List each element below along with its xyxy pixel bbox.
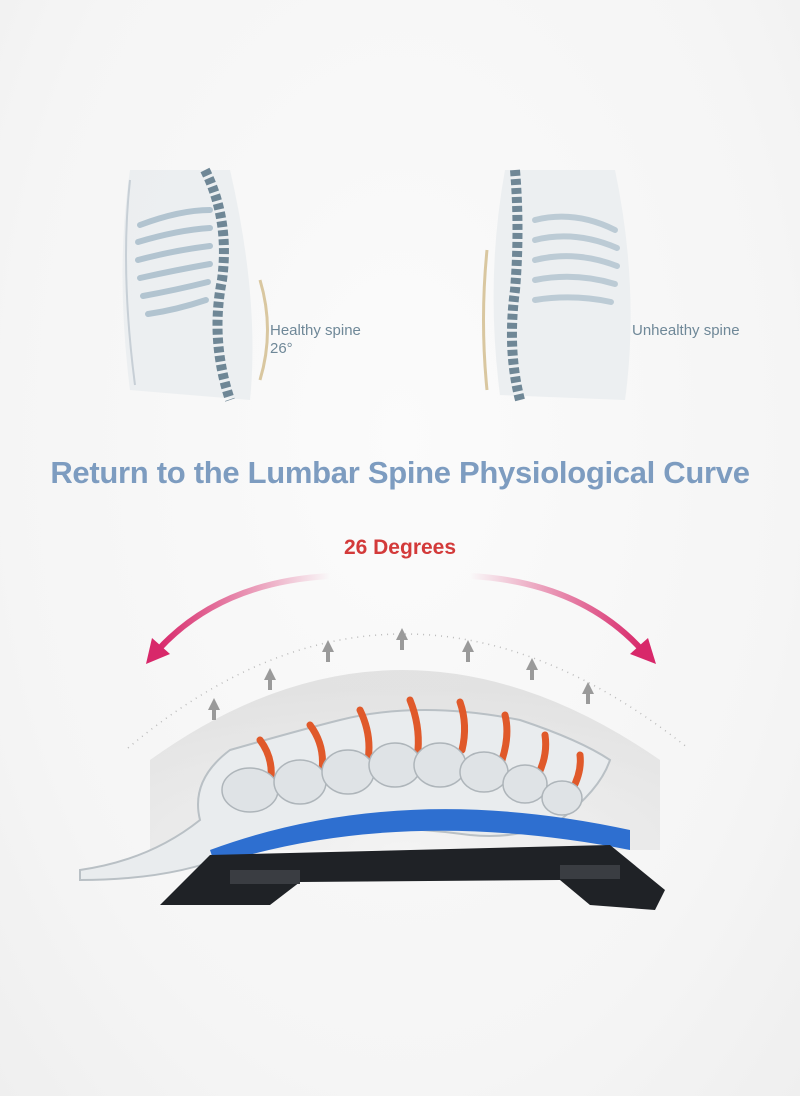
- curved-arrow-left-head: [146, 638, 170, 664]
- healthy-spine-angle: 26°: [270, 340, 293, 357]
- curved-arrow-right-icon: [469, 573, 645, 653]
- headline: Return to the Lumbar Spine Physiological…: [50, 455, 750, 490]
- unhealthy-spine-label: Unhealthy spine: [632, 322, 740, 339]
- curved-arrow-left-icon: [155, 573, 331, 653]
- arc-label: 26 Degrees: [343, 536, 457, 559]
- lumbar-spine-illustration: [79, 696, 612, 882]
- back-stretcher-device: [160, 809, 665, 910]
- healthy-spine-figure: [122, 167, 269, 402]
- lumbar-spine-diagram: [79, 573, 689, 910]
- healthy-spine-label: Healthy spine: [270, 322, 361, 339]
- curved-arrow-right-head: [630, 638, 656, 664]
- up-arrow-icon: [208, 628, 594, 720]
- unhealthy-spine-figure: [482, 169, 631, 402]
